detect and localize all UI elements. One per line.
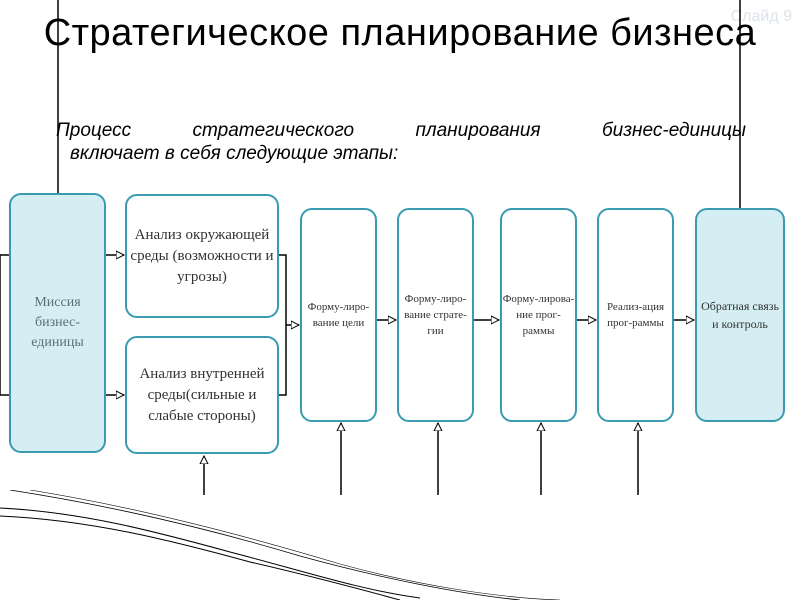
analysis-bracket — [279, 254, 287, 396]
box-feedback-control-label: Обратная связь и контроль — [701, 299, 779, 331]
box-formulate-goals: Форму-лиро-вание цели — [300, 208, 377, 422]
intro-line-1: Процесс стратегического планирования биз… — [56, 120, 746, 141]
box-feedback-control: Обратная связь и контроль — [695, 208, 785, 422]
intro-line-2: включает в себя следующие этапы: — [70, 143, 399, 164]
box-mission-label: Миссия бизнес-единицы — [31, 295, 84, 350]
box-implementation-label: Реализ-ация прог-раммы — [606, 301, 665, 329]
box-environment-analysis: Анализ окружающей среды (возможности и у… — [125, 194, 279, 318]
box-environment-analysis-label: Анализ окружающей среды (возможности и у… — [130, 226, 274, 285]
box-formulate-programs-label: Форму-лирова-ние прог-раммы — [502, 293, 575, 337]
box-formulate-goals-label: Форму-лиро-вание цели — [307, 301, 370, 329]
box-internal-analysis-label: Анализ внутренней среды(сильные и слабые… — [139, 365, 265, 424]
box-mission: Миссия бизнес-единицы — [9, 193, 106, 453]
box-implementation: Реализ-ация прог-раммы — [597, 208, 674, 422]
slide-number: Слайд 9 — [730, 8, 792, 25]
bottom-wave-decoration — [0, 490, 561, 600]
box-formulate-strategy: Форму-лиро-вание страте-гии — [397, 208, 474, 422]
page-title: Стратегическое планирование бизнеса — [43, 12, 757, 54]
box-formulate-strategy-label: Форму-лиро-вание страте-гии — [404, 293, 467, 337]
box-internal-analysis: Анализ внутренней среды(сильные и слабые… — [125, 336, 279, 454]
box-formulate-programs: Форму-лирова-ние прог-раммы — [500, 208, 577, 422]
